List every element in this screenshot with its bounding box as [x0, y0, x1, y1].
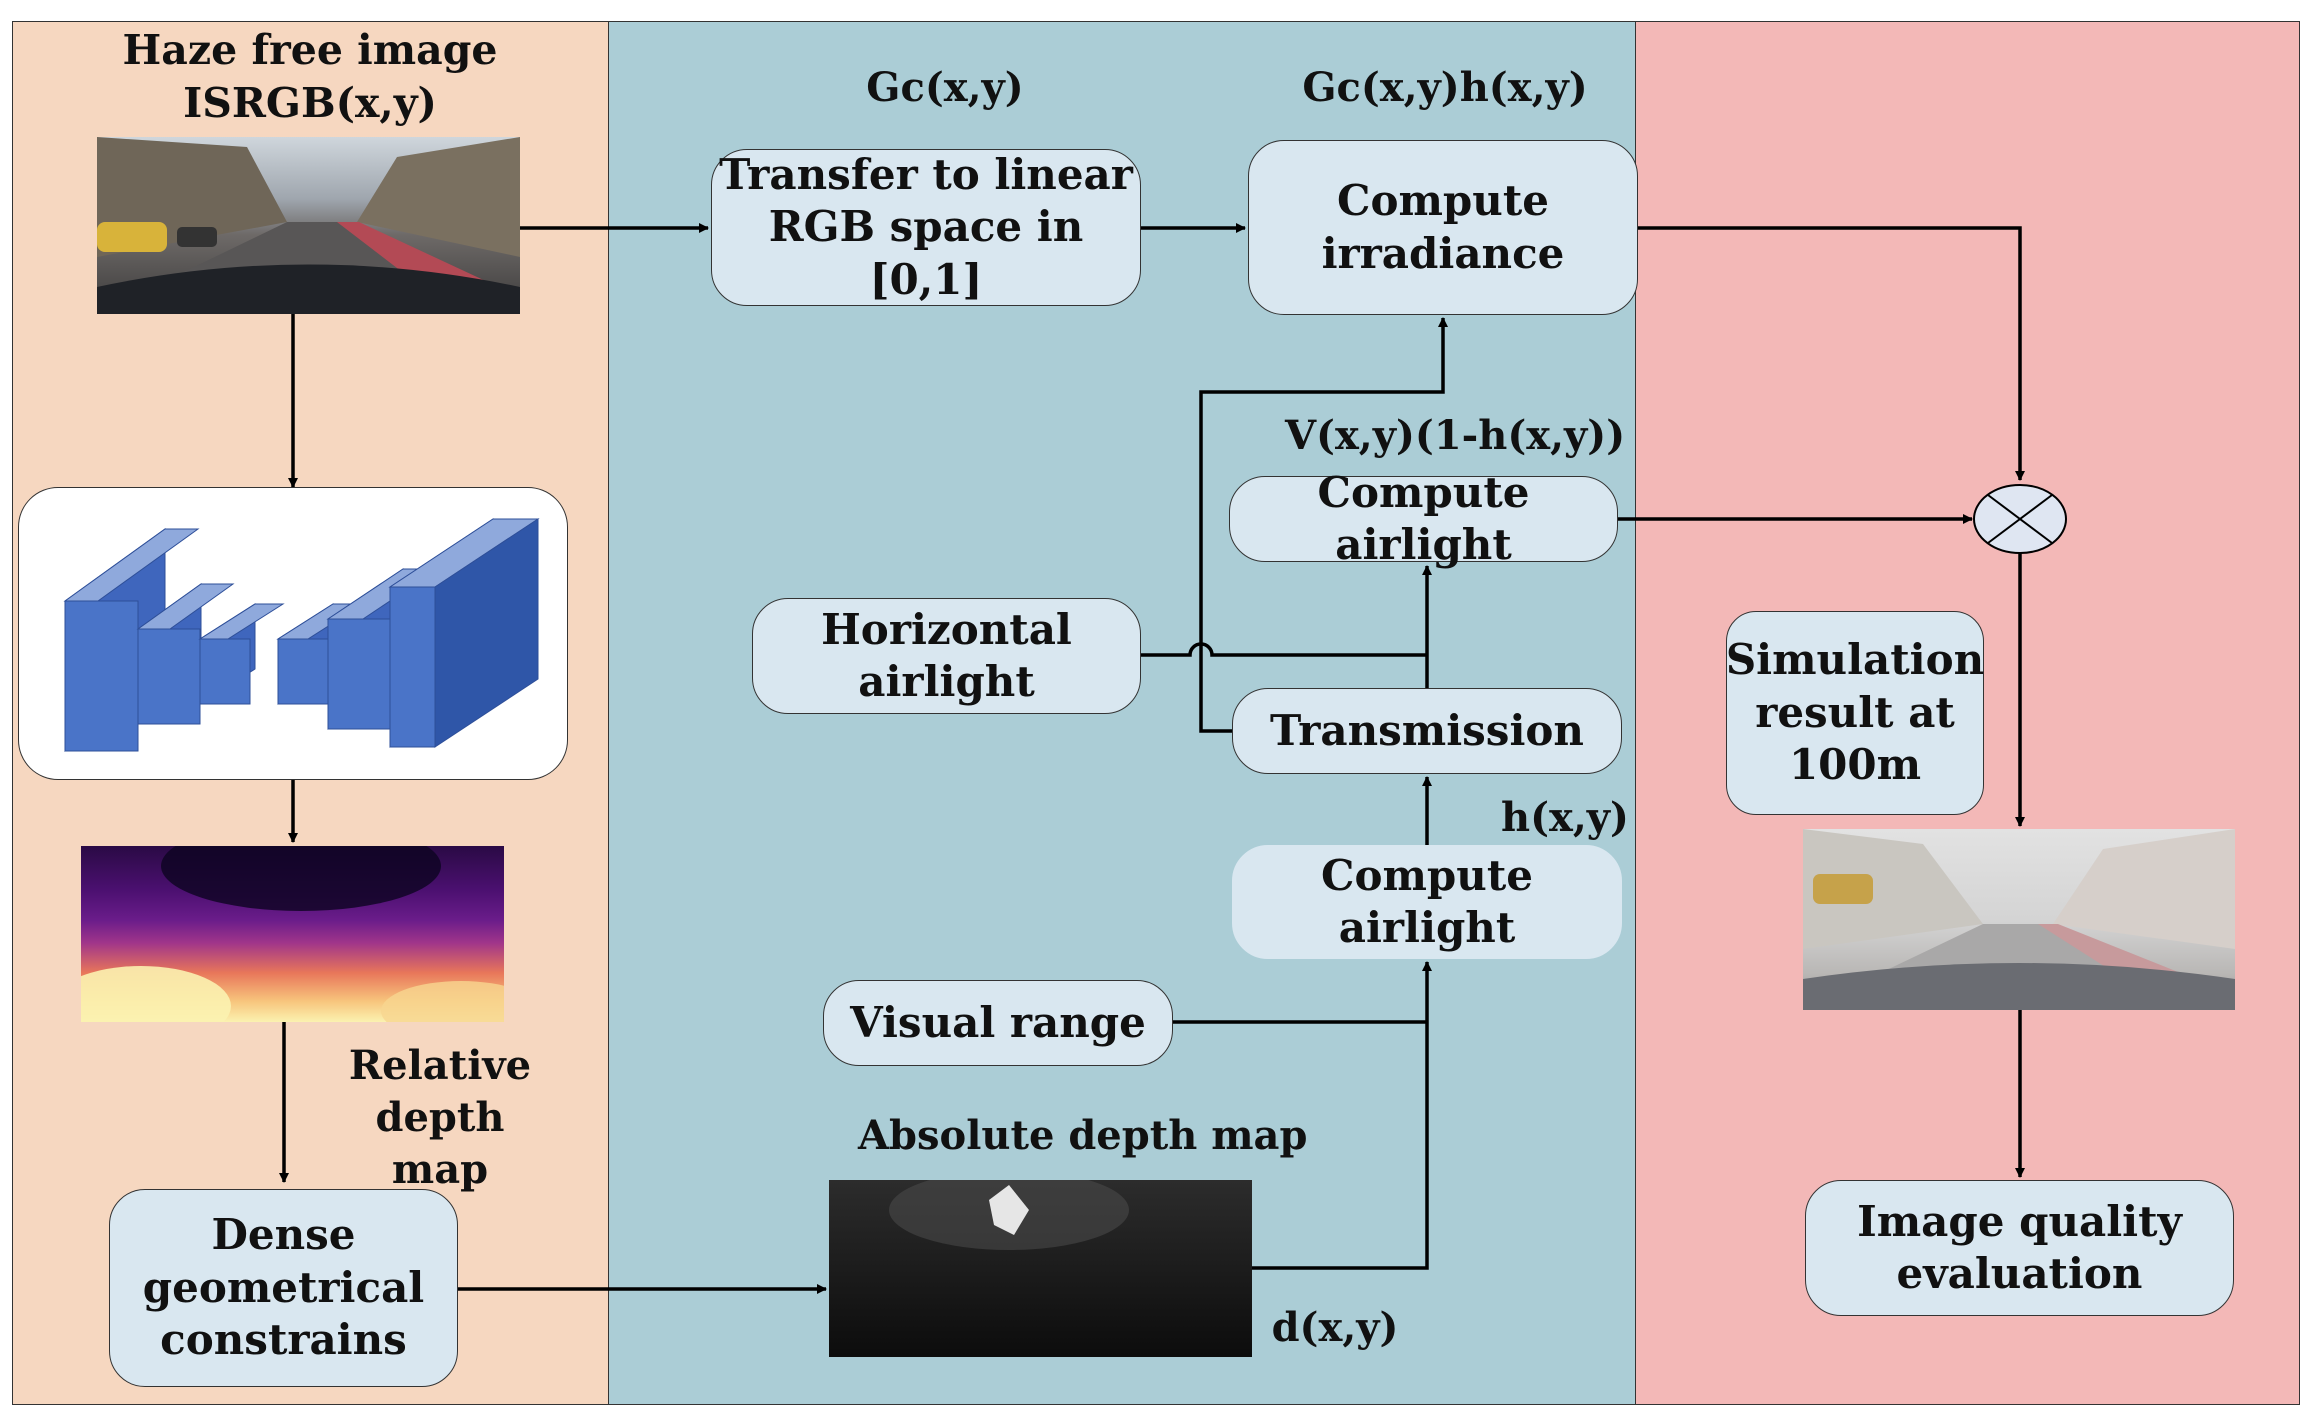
relative-depth-label: Relative depth map: [348, 1042, 532, 1193]
transfer-linear-box: Transfer to linear RGB space in [0,1]: [711, 149, 1141, 306]
absolute-depth-map-image: [829, 1180, 1252, 1357]
gc-label: Gc(x,y): [866, 64, 1024, 111]
grayscale-depth-graphic: [889, 1180, 1129, 1250]
compute-irradiance-box: Compute irradiance: [1248, 140, 1638, 315]
dxy-label: d(x,y): [1271, 1304, 1399, 1351]
compute-airlight-bottom-box: Compute airlight: [1232, 845, 1622, 959]
hxy-label: h(x,y): [1501, 794, 1629, 841]
transmission-box: Transmission: [1232, 688, 1622, 774]
multiply-node: [1973, 484, 2067, 554]
depth-colormap-graphic: [81, 846, 504, 1022]
haze-free-street-image: [97, 137, 520, 314]
gch-label: Gc(x,y)h(x,y): [1302, 64, 1588, 111]
v-expression-label: V(x,y)(1-h(x,y)): [1285, 412, 1626, 459]
simulation-result-image: [1803, 829, 2235, 1010]
arrow-transmission-to-irradiance: [1199, 317, 1448, 733]
visual-range-box: Visual range: [823, 980, 1173, 1066]
dense-geometrical-box: Dense geometrical constrains: [109, 1189, 458, 1387]
street-scene-graphic: [97, 137, 520, 314]
haze-free-image-label: Haze free image ISRGB(x,y): [122, 26, 498, 128]
line-horizontal-airlight: [1141, 642, 1427, 657]
relative-depth-map-image: [81, 846, 504, 1022]
hazy-street-graphic: [1803, 829, 2235, 1010]
horizontal-airlight-box: Horizontal airlight: [752, 598, 1141, 714]
arrow-irradiance-to-multiply: [1638, 226, 2025, 481]
image-quality-box: Image quality evaluation: [1805, 1180, 2234, 1316]
compute-airlight-top-box: Compute airlight: [1229, 468, 1618, 569]
arrow-absolute-to-airlight: [1252, 961, 1432, 1270]
encoder-decoder-network-icon: [63, 517, 540, 752]
absolute-depth-label: Absolute depth map: [858, 1112, 1308, 1159]
depth-network-box: [18, 487, 568, 780]
simulation-result-box: Simulation result at 100m: [1726, 611, 1984, 815]
